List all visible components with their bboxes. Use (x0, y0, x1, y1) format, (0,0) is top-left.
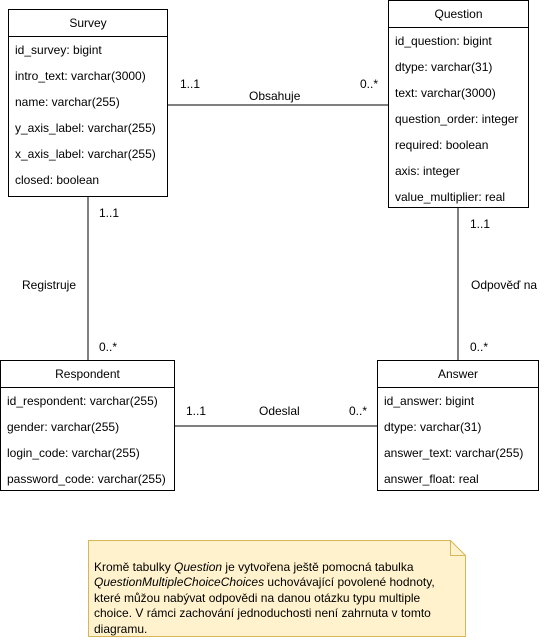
survey-attribute: name: varchar(255) (15, 95, 120, 109)
answer-attribute: dtype: varchar(31) (384, 420, 482, 434)
question-attribute: axis: integer (395, 164, 460, 178)
survey-entity-title: Survey (9, 10, 167, 37)
question-entity-title: Question (389, 1, 528, 28)
question-attribute: text: varchar(3000) (395, 86, 496, 100)
survey-entity[interactable]: Survey id_survey: bigint intro_text: var… (8, 9, 168, 197)
respondent-attribute: id_respondent: varchar(255) (7, 394, 158, 408)
note-text-segment: Kromě tabulky (94, 559, 175, 574)
question-attribute: required: boolean (395, 138, 489, 152)
registruje-to-multiplicity: 0..* (99, 340, 118, 354)
question-attribute: value_multiplier: real (395, 190, 506, 204)
question-attribute: id_question: bigint (395, 34, 492, 48)
respondent-attribute: gender: varchar(255) (7, 420, 120, 434)
obsahuje-from-multiplicity: 1..1 (180, 77, 201, 91)
note-text-segment: Question (174, 559, 223, 574)
note-text-segment: uchovávající povolené hodnoty, které můž… (94, 575, 435, 636)
registruje-from-multiplicity: 1..1 (99, 206, 120, 220)
answer-attribute: id_answer: bigint (384, 394, 475, 408)
respondent-entity[interactable]: Respondent id_respondent: varchar(255) g… (0, 360, 175, 491)
survey-attribute: y_axis_label: varchar(255) (15, 121, 156, 135)
survey-attribute: x_axis_label: varchar(255) (15, 147, 156, 161)
odeslal-from-multiplicity: 1..1 (186, 404, 207, 418)
obsahuje-to-multiplicity: 0..* (360, 77, 379, 91)
odeslal-to-multiplicity: 0..* (349, 404, 368, 418)
survey-attribute: id_survey: bigint (15, 43, 102, 57)
survey-attribute: intro_text: varchar(3000) (15, 69, 146, 83)
answer-attribute: answer_float: real (384, 472, 479, 486)
answer-entity-title: Answer (378, 361, 538, 388)
odeslal-label: Odeslal (259, 404, 300, 418)
note-text-segment: QuestionMultipleChoiceChoices (94, 575, 265, 589)
note-text: Kromě tabulky Question je vytvořena ješt… (94, 544, 452, 637)
diagram-note: Kromě tabulky Question je vytvořena ješt… (88, 540, 466, 637)
note-fold (450, 540, 466, 556)
respondent-entity-title: Respondent (1, 361, 174, 388)
question-attribute: dtype: varchar(31) (395, 60, 493, 74)
odpoved-na-from-multiplicity: 1..1 (470, 217, 491, 231)
obsahuje-label: Obsahuje (249, 89, 301, 103)
odpoved-na-to-multiplicity: 0..* (470, 340, 489, 354)
respondent-attribute: password_code: varchar(255) (7, 472, 166, 486)
note-text-segment: je vytvořena ještě pomocná tabulka (222, 559, 414, 574)
answer-attribute: answer_text: varchar(255) (384, 446, 524, 460)
note-shape (88, 540, 466, 637)
survey-attribute: closed: boolean (15, 173, 100, 187)
registruje-label: Registruje (22, 278, 77, 292)
question-attribute: question_order: integer (395, 112, 519, 126)
note-body (88, 540, 466, 637)
question-entity[interactable]: Question id_question: bigint dtype: varc… (388, 0, 529, 208)
odpoved-na-label: Odpověď na (471, 278, 538, 292)
answer-entity[interactable]: Answer id_answer: bigint dtype: varchar(… (377, 360, 539, 491)
respondent-attribute: login_code: varchar(255) (7, 446, 140, 460)
